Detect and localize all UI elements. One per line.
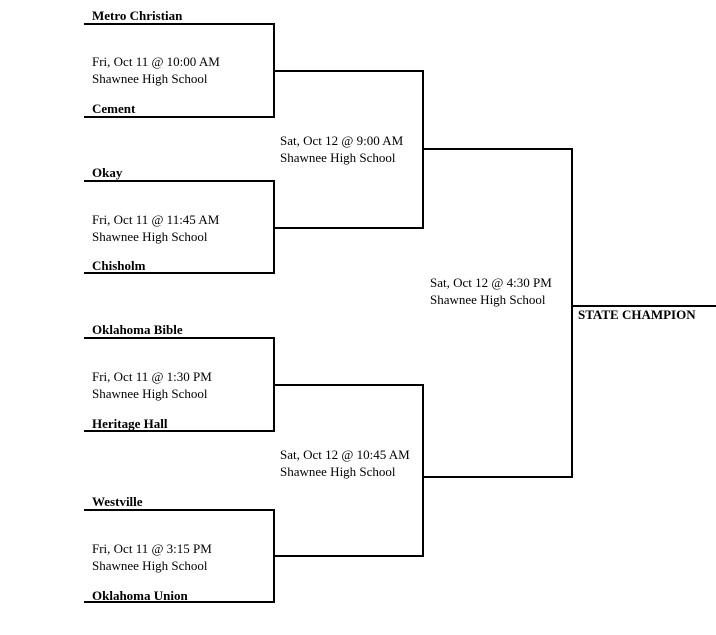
game-info-final: Sat, Oct 12 @ 4:30 PM Shawnee High Schoo… [430,274,552,308]
bracket-line-r2g1-bottom [273,227,424,229]
team-name: Cement [92,101,136,116]
team-name: Metro Christian [92,8,183,23]
game-venue: Shawnee High School [92,71,208,86]
bracket-line-r1g1-top [84,23,275,25]
game-date: Fri, Oct 11 @ 11:45 AM [92,212,220,227]
game-info-r1g2: Fri, Oct 11 @ 11:45 AM Shawnee High Scho… [92,211,219,245]
bracket-line-final-vertical [571,148,573,478]
team-name: Oklahoma Bible [92,322,183,337]
state-champion-label: STATE CHAMPION [578,307,696,322]
game-info-r1g3: Fri, Oct 11 @ 1:30 PM Shawnee High Schoo… [92,368,212,402]
bracket-line-r2g2-top [273,384,424,386]
team-name: Chisholm [92,258,146,273]
game-venue: Shawnee High School [280,464,396,479]
bracket-line-final-top [422,148,573,150]
game-info-r2g1: Sat, Oct 12 @ 9:00 AM Shawnee High Schoo… [280,132,403,166]
game-venue: Shawnee High School [430,292,546,307]
bracket-line-r2g2-bottom [273,555,424,557]
game-info-r2g2: Sat, Oct 12 @ 10:45 AM Shawnee High Scho… [280,446,410,480]
bracket-line-champion [571,305,716,307]
game-venue: Shawnee High School [92,229,208,244]
bracket-line-r1g1-bottom [84,116,275,118]
bracket-line-r2g1-top [273,70,424,72]
team-name: Heritage Hall [92,416,168,431]
bracket-line-final-bottom [422,476,573,478]
bracket-line-r1g2-bottom [84,272,275,274]
game-info-r1g1: Fri, Oct 11 @ 10:00 AM Shawnee High Scho… [92,53,220,87]
bracket-line-r1g2-top [84,180,275,182]
game-date: Sat, Oct 12 @ 9:00 AM [280,133,404,148]
game-date: Fri, Oct 11 @ 3:15 PM [92,541,212,556]
game-date: Fri, Oct 11 @ 1:30 PM [92,369,212,384]
bracket-line-r1g3-bottom [84,430,275,432]
bracket-line-r1g3-top [84,337,275,339]
game-date: Sat, Oct 12 @ 4:30 PM [430,275,552,290]
bracket-line-r1g4-top [84,509,275,511]
game-date: Sat, Oct 12 @ 10:45 AM [280,447,410,462]
game-date: Fri, Oct 11 @ 10:00 AM [92,54,220,69]
bracket-line-r1g4-bottom [84,601,275,603]
game-venue: Shawnee High School [92,386,208,401]
team-name: Westville [92,494,143,509]
bracket-line-r2g2-vertical [422,384,424,557]
game-venue: Shawnee High School [92,558,208,573]
game-info-r1g4: Fri, Oct 11 @ 3:15 PM Shawnee High Schoo… [92,540,212,574]
game-venue: Shawnee High School [280,150,396,165]
team-name: Oklahoma Union [92,588,188,603]
team-name: Okay [92,165,123,180]
